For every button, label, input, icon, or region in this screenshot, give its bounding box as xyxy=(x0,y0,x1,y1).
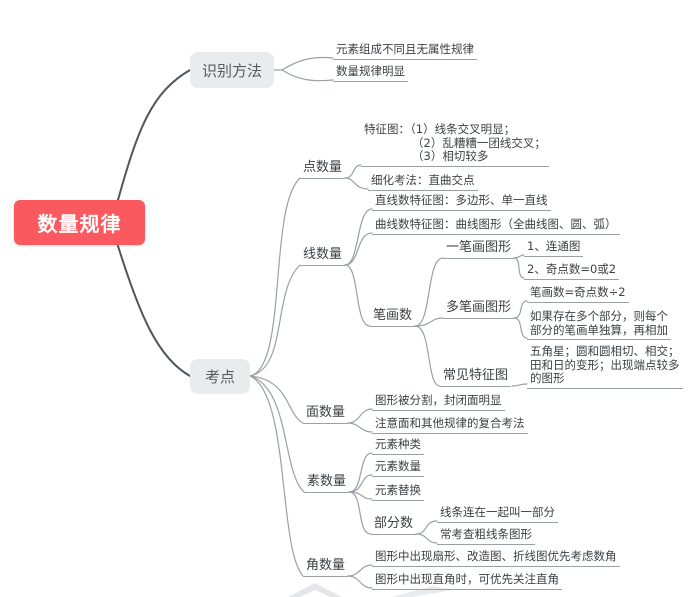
common-feature-desc[interactable]: 五角星；圆和圆相切、相交； 田和日的变形；出现端点较多 的图形 xyxy=(527,344,683,389)
branch-angle-count[interactable]: 角数量 xyxy=(303,558,349,577)
part-thick-lines[interactable]: 常考查粗线条图形 xyxy=(437,527,535,545)
method-item-obvious[interactable]: 数量规律明显 xyxy=(333,64,408,82)
branch-line-count[interactable]: 线数量 xyxy=(300,247,346,266)
method-item-composition[interactable]: 元素组成不同且无属性规律 xyxy=(333,42,477,60)
topic-exam-points[interactable]: 考点 xyxy=(190,359,250,394)
dot-feature-line-1: 特征图：（1）线条交叉明显； xyxy=(364,122,516,136)
multi-stroke-formula[interactable]: 笔画数=奇点数÷2 xyxy=(527,285,629,303)
branch-common-feature[interactable]: 常见特征图 xyxy=(440,368,512,387)
branch-multi-stroke[interactable]: 多笔画图形 xyxy=(443,300,515,319)
angle-item-fan-shapes[interactable]: 图形中出现扇形、改造图、折线图优先考虑数角 xyxy=(372,549,620,567)
multi-stroke-note-line-1: 如果存在多个部分，则每个 xyxy=(530,309,668,323)
common-feature-line-3: 的图形 xyxy=(530,371,565,385)
branch-stroke-count[interactable]: 笔画数 xyxy=(370,308,416,327)
line-straight-feature[interactable]: 直线数特征图：多边形、单一直线 xyxy=(372,193,551,211)
common-feature-line-1: 五角星；圆和圆相切、相交； xyxy=(530,344,680,358)
one-stroke-connected[interactable]: 1、连通图 xyxy=(524,239,584,257)
element-quantity[interactable]: 元素数量 xyxy=(372,459,424,477)
root-topic[interactable]: 数量规律 xyxy=(14,200,145,245)
line-curve-feature[interactable]: 曲线数特征图：曲线图形（全曲线图、圆、弧） xyxy=(372,217,620,235)
branch-face-count[interactable]: 面数量 xyxy=(303,405,349,424)
element-type[interactable]: 元素种类 xyxy=(372,437,424,455)
branch-one-stroke[interactable]: 一笔画图形 xyxy=(443,240,515,259)
dot-feature-line-2: （2）乱糟糟一团线交叉； xyxy=(412,135,546,150)
branch-dot-count[interactable]: 点数量 xyxy=(300,160,346,179)
dot-refined-method[interactable]: 细化考法：直曲交点 xyxy=(368,173,478,191)
common-feature-line-2: 田和日的变形；出现端点较多 xyxy=(530,357,680,372)
branch-part-count[interactable]: 部分数 xyxy=(371,516,417,535)
face-item-composite[interactable]: 注意面和其他规律的复合考法 xyxy=(372,416,528,434)
dot-feature-line-3: （3）相切较多 xyxy=(412,149,489,163)
dot-feature-graph[interactable]: 特征图：（1）线条交叉明显； （2）乱糟糟一团线交叉； （3）相切较多 xyxy=(361,122,549,167)
multi-stroke-note-line-2: 部分的笔画单独算，再相加 xyxy=(530,322,668,337)
angle-item-right-angle[interactable]: 图形中出现直角时，可优先关注直角 xyxy=(372,572,562,590)
branch-element-count[interactable]: 素数量 xyxy=(304,474,350,493)
topic-recognition-method[interactable]: 识别方法 xyxy=(190,52,274,88)
element-replace[interactable]: 元素替换 xyxy=(372,483,424,501)
part-definition[interactable]: 线条连在一起叫一部分 xyxy=(437,505,558,523)
face-item-divided[interactable]: 图形被分割，封闭面明显 xyxy=(372,393,505,411)
one-stroke-odd-points[interactable]: 2、奇点数=0或2 xyxy=(524,262,620,280)
multi-stroke-note[interactable]: 如果存在多个部分，则每个 部分的笔画单独算，再相加 xyxy=(527,309,671,340)
